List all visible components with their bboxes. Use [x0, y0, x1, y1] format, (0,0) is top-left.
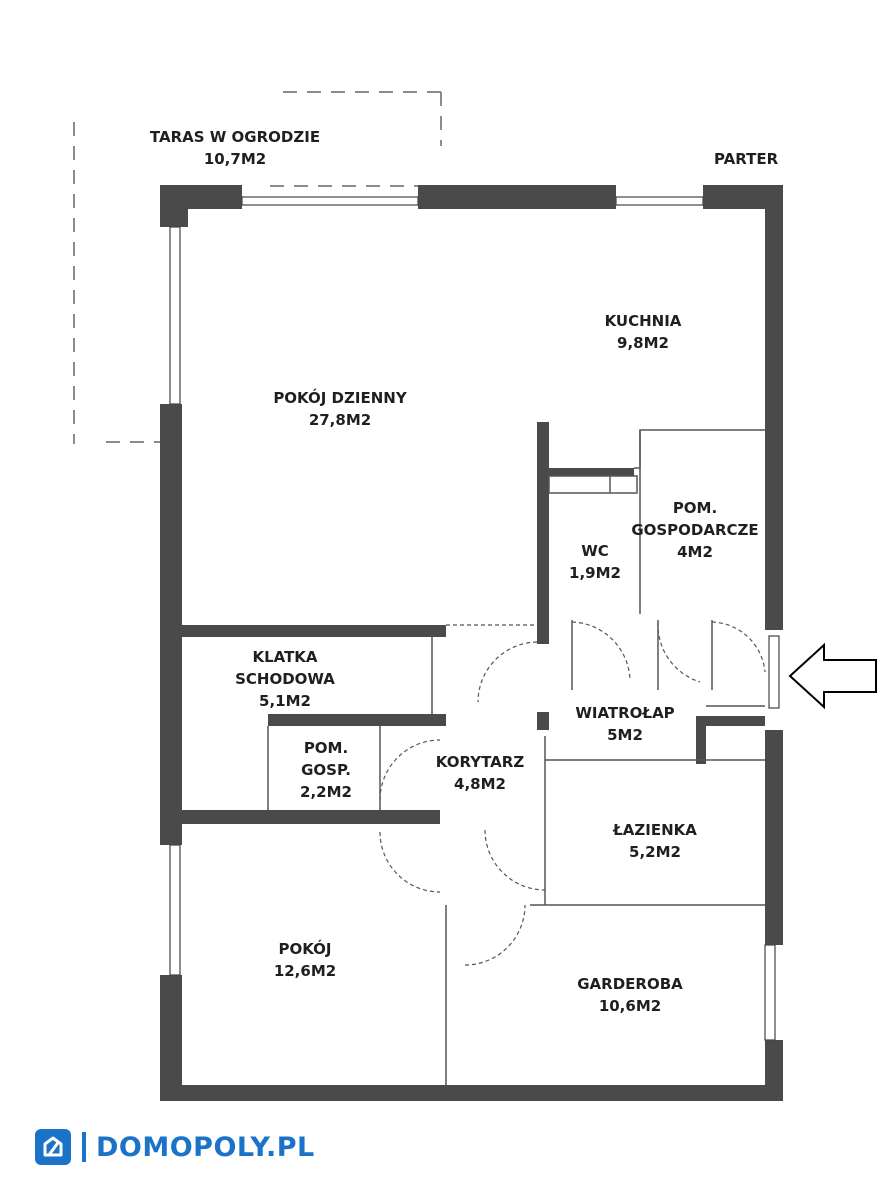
room-klatka: KLATKA SCHODOWA 5,1M2	[215, 646, 355, 712]
windows	[169, 196, 780, 1041]
brand-name: DOMOPOLY.PL	[96, 1131, 315, 1163]
room-area: 9,8M2	[617, 334, 669, 352]
room-name: WIATROŁAP	[575, 704, 675, 722]
room-area: 5M2	[607, 726, 643, 744]
room-taras: TARAS W OGRODZIE 10,7M2	[145, 126, 325, 170]
room-name-line1: KLATKA	[252, 648, 318, 666]
room-area: 2,2M2	[300, 783, 352, 801]
room-pokoj-dzienny: POKÓJ DZIENNY 27,8M2	[250, 387, 430, 431]
room-name-line1: POM.	[672, 499, 718, 517]
room-name: KUCHNIA	[604, 312, 682, 330]
room-pom-gosp: POM. GOSP. 2,2M2	[276, 737, 376, 803]
room-area: 10,7M2	[203, 150, 267, 168]
entrance-arrow	[788, 642, 877, 710]
house-logo-icon	[35, 1129, 71, 1165]
room-name: WC	[581, 542, 609, 560]
partitions	[267, 429, 765, 1085]
room-name: POKÓJ DZIENNY	[273, 389, 407, 407]
terrace-outline	[73, 91, 442, 444]
room-lazienka: ŁAZIENKA 5,2M2	[590, 819, 720, 863]
room-pokoj: POKÓJ 12,6M2	[250, 938, 360, 982]
room-name-line1: POM.	[303, 739, 349, 757]
room-area: 1,9M2	[569, 564, 621, 582]
room-area: 4M2	[677, 543, 713, 561]
room-name: KORYTARZ	[435, 753, 525, 771]
room-name: GARDEROBA	[577, 975, 683, 993]
room-area: 5,2M2	[629, 843, 681, 861]
brand-logo[interactable]: DOMOPOLY.PL	[34, 1128, 315, 1166]
room-area: 12,6M2	[273, 962, 337, 980]
room-name: ŁAZIENKA	[613, 821, 697, 839]
room-wiatrolap: WIATROŁAP 5M2	[555, 702, 695, 746]
room-name-line2: GOSP.	[301, 761, 351, 779]
room-name-line2: GOSPODARCZE	[631, 521, 759, 539]
floor-label: PARTER	[714, 150, 779, 168]
room-name-line2: SCHODOWA	[235, 670, 335, 688]
room-area: 10,6M2	[598, 997, 662, 1015]
room-wc: WC 1,9M2	[560, 540, 630, 584]
brand-divider	[82, 1132, 86, 1162]
room-area: 5,1M2	[259, 692, 311, 710]
room-garderoba: GARDEROBA 10,6M2	[555, 973, 705, 1017]
room-area: 27,8M2	[308, 411, 372, 429]
room-name: TARAS W OGRODZIE	[149, 128, 321, 146]
room-kuchnia: KUCHNIA 9,8M2	[563, 310, 723, 354]
room-korytarz: KORYTARZ 4,8M2	[420, 751, 540, 795]
walls	[160, 185, 783, 1101]
room-pom-gospodarcze: POM. GOSPODARCZE 4M2	[620, 497, 770, 563]
door-swings	[379, 621, 766, 966]
room-name: POKÓJ	[278, 940, 332, 958]
room-area: 4,8M2	[454, 775, 506, 793]
